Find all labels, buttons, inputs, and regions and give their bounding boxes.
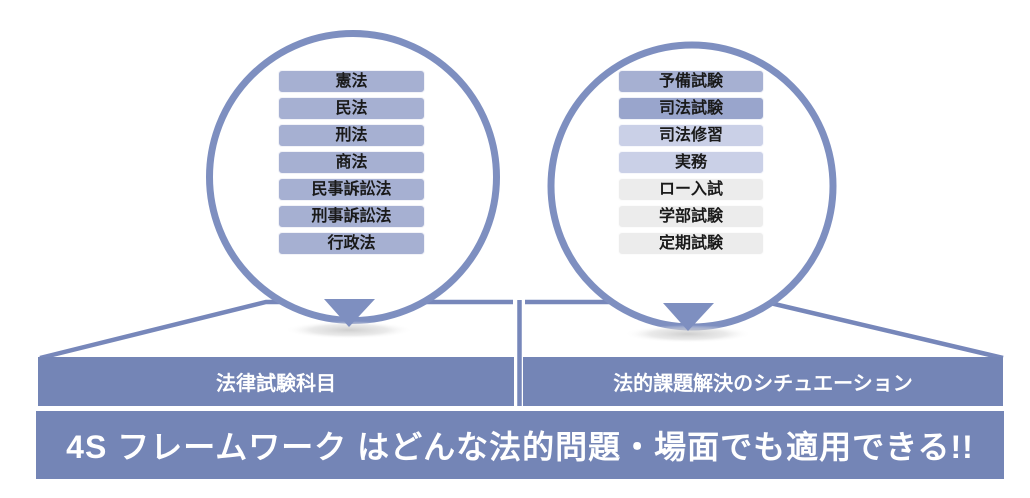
law-subject-pill: 刑事訴訟法 [278, 205, 425, 228]
exam-situation-pill: ロー入試 [618, 178, 764, 201]
exam-situation-pill: 定期試験 [618, 232, 764, 255]
exam-situation-pill: 予備試験 [618, 70, 764, 93]
conclusion-banner: 4S フレームワーク はどんな法的問題・場面でも適用できる!! [36, 411, 1004, 479]
left-category-header: 法律試験科目 [38, 357, 514, 406]
exam-situations-list: 予備試験司法試験司法修習実務ロー入試学部試験定期試験 [618, 70, 764, 259]
left-pointer-shadow [285, 321, 413, 339]
left-funnel-line [39, 299, 513, 361]
exam-situation-pill: 学部試験 [618, 205, 764, 228]
law-subject-pill: 憲法 [278, 70, 425, 93]
law-subject-pill: 商法 [278, 151, 425, 174]
right-down-pointer-icon [663, 303, 714, 331]
exam-situation-pill: 実務 [618, 151, 764, 174]
law-subject-pill: 民事訴訟法 [278, 178, 425, 201]
left-down-pointer-icon [324, 299, 375, 327]
exam-situation-pill: 司法試験 [618, 97, 764, 120]
law-subject-pill: 行政法 [278, 232, 425, 255]
law-subjects-list: 憲法民法刑法商法民事訴訟法刑事訴訟法行政法 [278, 70, 425, 259]
right-category-header: 法的課題解決のシチュエーション [523, 357, 1003, 406]
law-subject-pill: 民法 [278, 97, 425, 120]
law-subject-pill: 刑法 [278, 124, 425, 147]
exam-situation-pill: 司法修習 [618, 124, 764, 147]
right-pointer-shadow [624, 325, 752, 343]
